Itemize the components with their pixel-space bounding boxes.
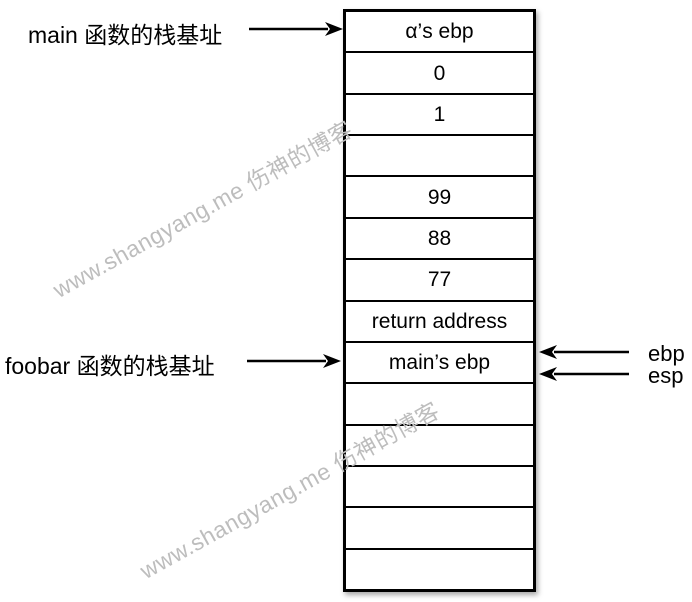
stack-cell: 88 — [346, 219, 533, 261]
stack-cell — [346, 508, 533, 550]
stack-cell-label: 77 — [427, 268, 452, 292]
stack-cell-label: return address — [371, 309, 508, 333]
stack-cell: 99 — [346, 177, 533, 219]
label-ebp-register: ebp — [648, 341, 685, 366]
arrow-left-icon — [539, 345, 629, 359]
stack-cell — [346, 384, 533, 426]
stack-cell-label: 1 — [433, 102, 446, 126]
stack-cell-label: α’s ebp — [405, 20, 474, 44]
stack-cell: main’s ebp — [346, 343, 533, 385]
label-foobar-stack-base: foobar 函数的栈基址 — [5, 353, 215, 379]
stack-cell — [346, 467, 533, 509]
stack-cell: 0 — [346, 53, 533, 95]
stack-cell: α’s ebp — [346, 12, 533, 54]
stack-cell — [346, 136, 533, 178]
label-esp-register: esp — [648, 363, 684, 388]
stack-cell-label: 99 — [427, 185, 452, 209]
arrow-right-icon — [249, 22, 343, 36]
watermark: www.shangyang.me 伤神的博客 — [48, 116, 358, 303]
stack-cell-label: main’s ebp — [388, 351, 491, 375]
stack-cell-label: 88 — [427, 226, 452, 250]
label-main-stack-base: main 函数的栈基址 — [28, 22, 223, 48]
stack-cell: 1 — [346, 95, 533, 137]
arrow-left-icon — [539, 367, 629, 381]
stack-cell — [346, 426, 533, 467]
stack: α’s ebp 0 1 99 88 77 return address main’s ebp — [343, 9, 536, 592]
stack-cell: return address — [346, 302, 533, 343]
arrow-right-icon — [247, 354, 341, 368]
stack-cell-label: 0 — [433, 61, 446, 85]
stack-cell — [346, 550, 533, 589]
stack-cell: 77 — [346, 260, 533, 302]
